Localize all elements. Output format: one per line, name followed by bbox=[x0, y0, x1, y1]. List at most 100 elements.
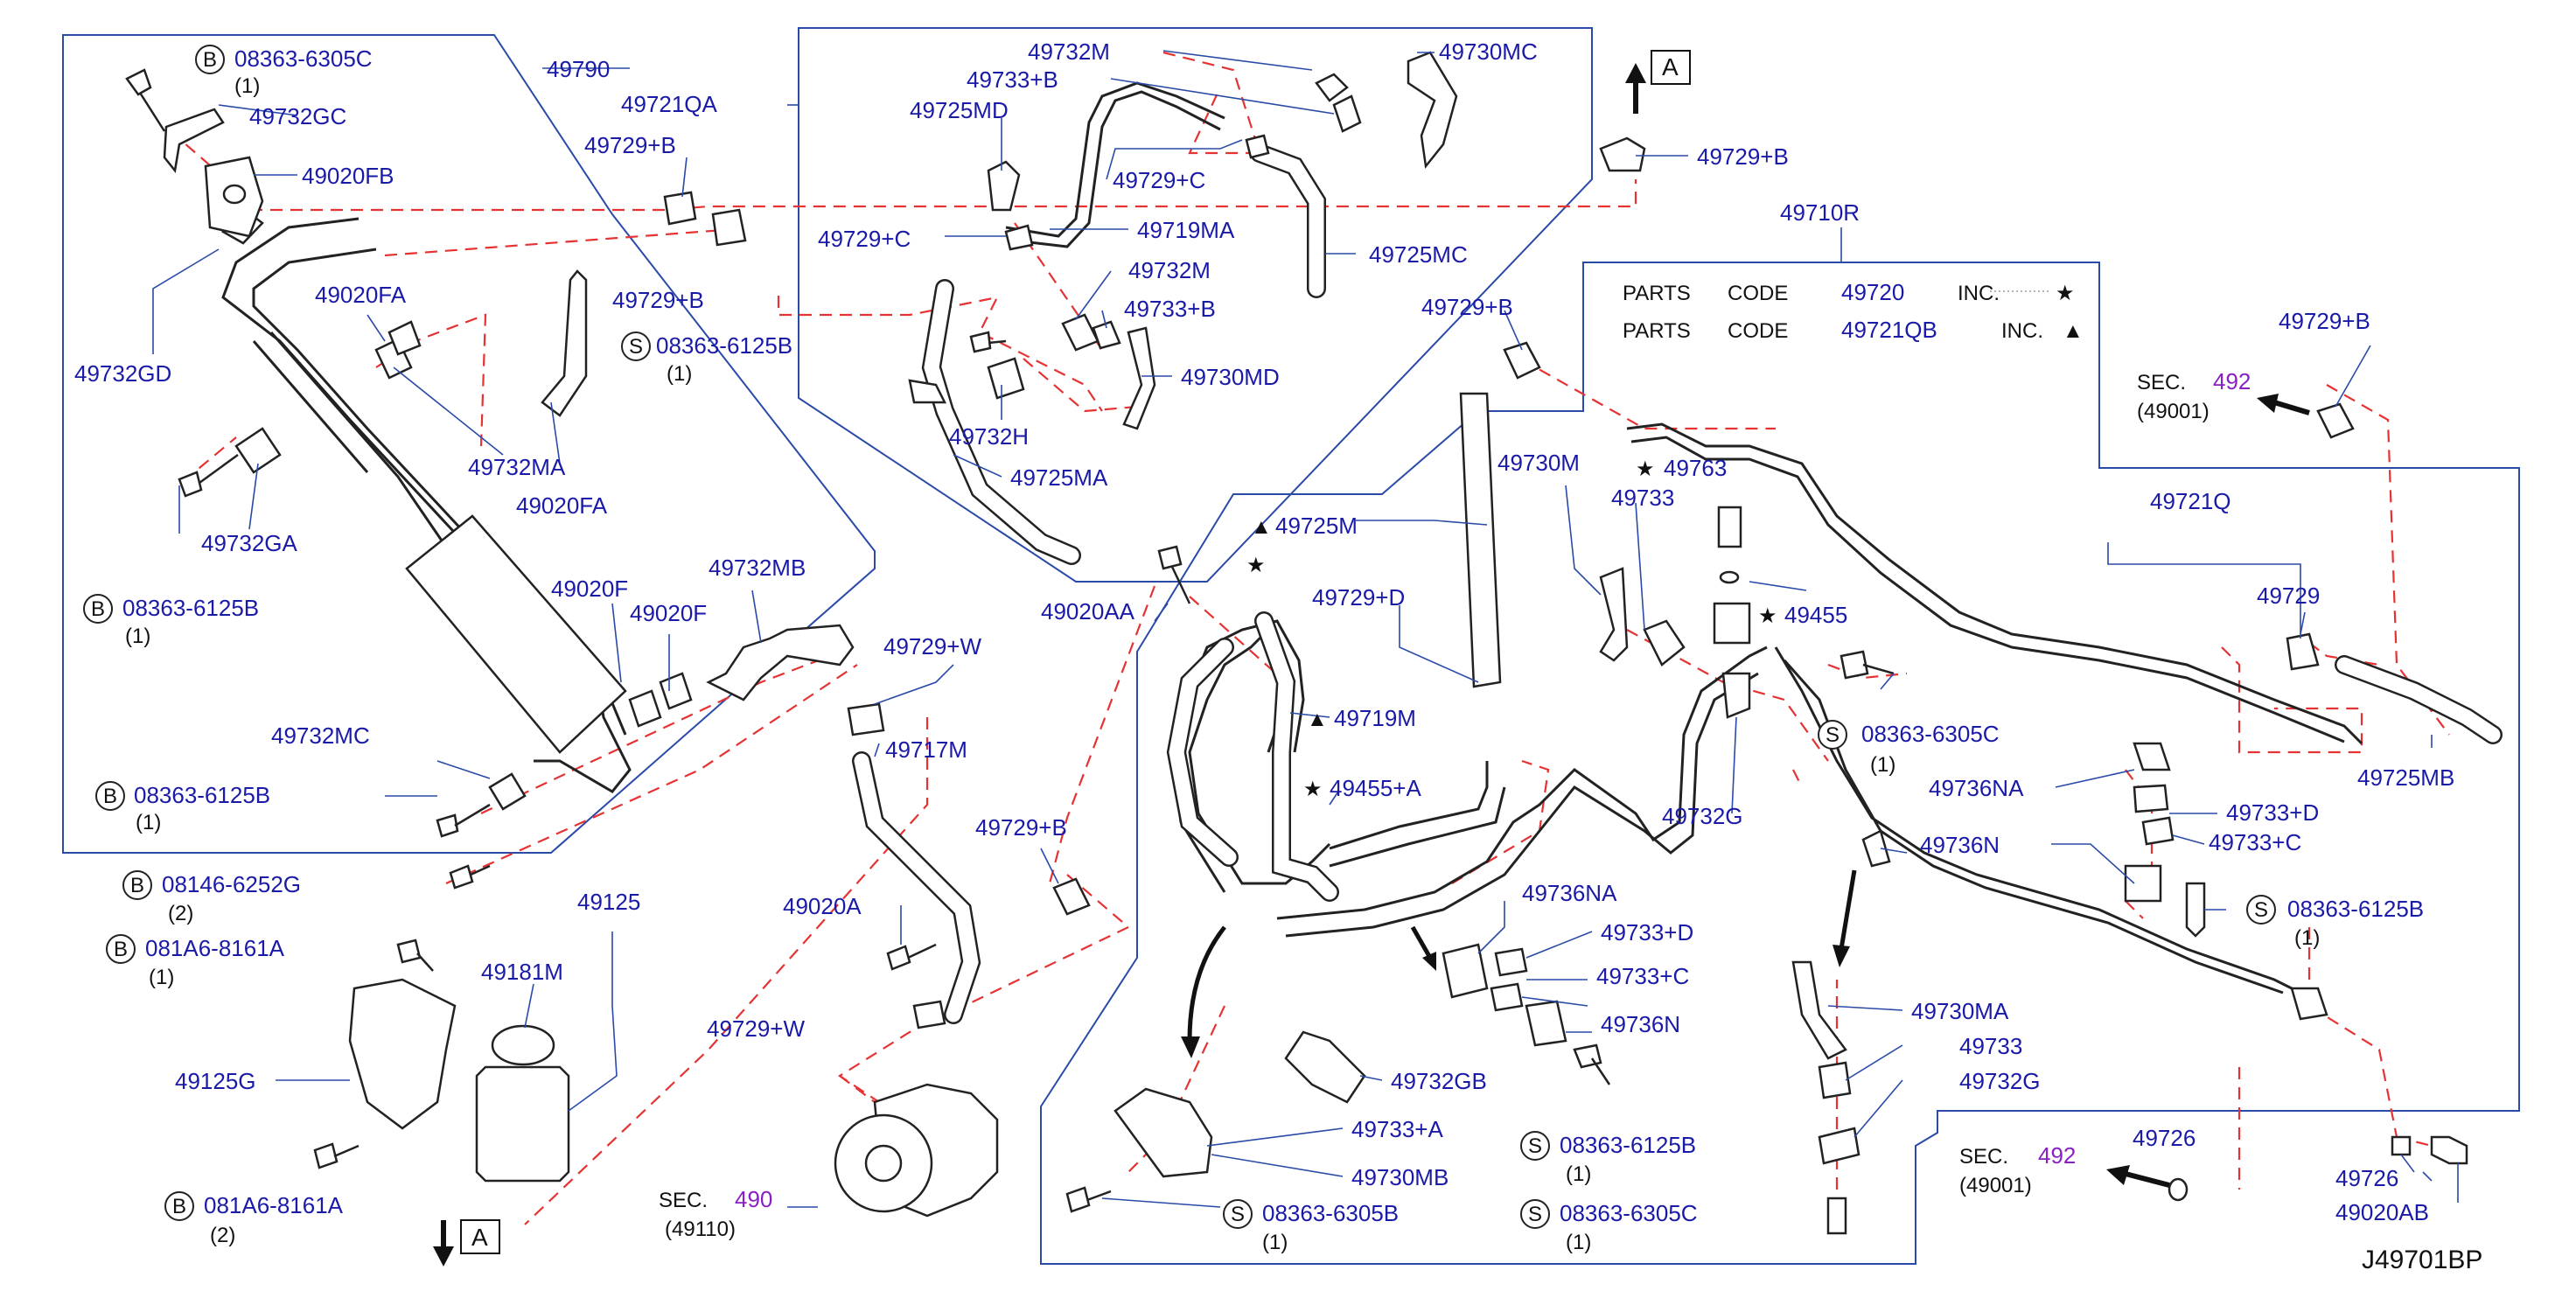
label-49020AB: 49020AB bbox=[2335, 1199, 2429, 1225]
circle-B: B bbox=[164, 1191, 194, 1221]
arrow-diag-center-head bbox=[1422, 952, 1436, 971]
label-08363-6305C: 08363-6305C bbox=[1861, 721, 2000, 747]
washer-49726 bbox=[2391, 1135, 2412, 1156]
label-49729B: 49729+B bbox=[584, 132, 676, 158]
qty: (1) bbox=[1566, 1162, 1591, 1186]
leader bbox=[2051, 843, 2135, 884]
pipe-main bbox=[1285, 672, 1759, 938]
label-49763: 49763 bbox=[1664, 455, 1727, 481]
label-49729W: 49729+W bbox=[707, 1015, 805, 1042]
clamp-49736NA-r bbox=[2133, 742, 2171, 771]
label-49732G: 49732G bbox=[1662, 803, 1743, 829]
dash-line bbox=[2221, 646, 2363, 754]
leader bbox=[874, 664, 954, 705]
leader bbox=[1477, 901, 1505, 954]
circle-B: B bbox=[106, 934, 136, 964]
label-49020FA: 49020FA bbox=[315, 282, 407, 308]
dash-line bbox=[1626, 629, 1829, 762]
oring-49455 bbox=[1719, 570, 1740, 584]
hose-49725MB-inner bbox=[2336, 657, 2501, 743]
leader bbox=[1731, 716, 1737, 814]
circle-S: S bbox=[1818, 720, 1847, 750]
label-49732GD: 49732GD bbox=[74, 360, 171, 387]
pipe-long bbox=[1774, 646, 2310, 999]
leader bbox=[1075, 270, 1112, 320]
pipe-49719MA bbox=[1005, 81, 1225, 238]
cooler-pipe bbox=[252, 340, 369, 473]
label-49736NA: 49736NA bbox=[1522, 880, 1617, 906]
bolt-49020A bbox=[886, 943, 937, 971]
circle-S: S bbox=[1223, 1199, 1253, 1229]
arrow-sec492-top bbox=[2273, 400, 2310, 415]
leader bbox=[2335, 345, 2371, 408]
dash-line bbox=[1048, 585, 1156, 884]
label-49732MC: 49732MC bbox=[271, 722, 370, 749]
label-49726: 49726 bbox=[2335, 1165, 2398, 1191]
label-08363-6125B: 08363-6125B bbox=[1560, 1132, 1696, 1158]
bracket-49733 bbox=[1643, 619, 1686, 666]
leader bbox=[1399, 605, 1479, 683]
leader bbox=[1289, 712, 1330, 718]
clamp-49729B bbox=[711, 208, 747, 247]
sec-number: 492 bbox=[2213, 368, 2251, 394]
label-49729D: 49729+D bbox=[1312, 584, 1405, 611]
label-49729B: 49729+B bbox=[1697, 143, 1789, 170]
box-A-bottom bbox=[460, 1219, 500, 1254]
label-49725MB: 49725MB bbox=[2357, 764, 2454, 791]
sec-text: SEC. bbox=[2137, 371, 2186, 394]
leader bbox=[1565, 485, 1602, 596]
svg-text:B: B bbox=[91, 597, 105, 621]
pump-pulley-hub bbox=[864, 1144, 903, 1183]
qty: (1) bbox=[149, 966, 174, 989]
box-A-top bbox=[1651, 50, 1691, 85]
label-49730MB: 49730MB bbox=[1351, 1164, 1449, 1190]
dash-line bbox=[210, 179, 1637, 212]
fitting-49455 bbox=[1713, 602, 1751, 645]
label-49020AA: 49020AA bbox=[1041, 598, 1135, 625]
label-49733A: 49733+A bbox=[1351, 1116, 1443, 1142]
grommet-49020F bbox=[628, 689, 662, 728]
leader bbox=[2172, 834, 2205, 845]
label-49730M: 49730M bbox=[1497, 450, 1580, 476]
leader bbox=[393, 366, 504, 456]
sec-number: 490 bbox=[735, 1186, 772, 1212]
dash-line bbox=[2326, 384, 2450, 736]
sec-text: SEC. bbox=[659, 1189, 708, 1212]
label-49732GB: 49732GB bbox=[1391, 1068, 1487, 1094]
triangle-icon: ▲ bbox=[1307, 708, 1328, 731]
label-49721QB: 49721QB bbox=[1841, 317, 1937, 343]
circle-S: S bbox=[1520, 1199, 1550, 1229]
group-symbols: ★ ▲ ★ ▲ ★ ★ ▲ ★ bbox=[1246, 282, 2084, 801]
leader bbox=[2400, 1154, 2415, 1173]
clamp-49729W-2 bbox=[912, 1000, 946, 1029]
circle-B: B bbox=[122, 870, 152, 900]
svg-text:B: B bbox=[203, 48, 217, 72]
leader bbox=[550, 401, 561, 464]
label-49736NA: 49736NA bbox=[1929, 775, 2024, 801]
hose-49717M bbox=[852, 751, 981, 1024]
leader bbox=[367, 314, 386, 342]
label-08363-6305C: 08363-6305C bbox=[1560, 1200, 1698, 1226]
label-08363-6305C: 08363-6305C bbox=[234, 45, 373, 72]
dash-line bbox=[1023, 358, 1138, 413]
svg-text:S: S bbox=[1826, 723, 1840, 747]
dash-line bbox=[524, 717, 929, 1225]
label-49717M: 49717M bbox=[885, 736, 967, 763]
arrow-diag-center bbox=[1410, 925, 1433, 960]
leader bbox=[874, 743, 880, 757]
hose-49725MC-inner bbox=[1252, 145, 1324, 297]
bolt-bottom bbox=[1826, 1197, 1847, 1235]
leader bbox=[1359, 1075, 1383, 1081]
bracket-49732M bbox=[1315, 73, 1349, 102]
qty: (1) bbox=[667, 362, 692, 386]
star-icon: ★ bbox=[1758, 604, 1777, 628]
label-49730MC: 49730MC bbox=[1439, 38, 1538, 65]
label-49733D: 49733+D bbox=[2226, 799, 2319, 826]
svg-text:B: B bbox=[114, 938, 128, 961]
frame-left-group bbox=[62, 34, 876, 854]
svg-text:S: S bbox=[2254, 898, 2268, 922]
label-49725MD: 49725MD bbox=[910, 97, 1009, 123]
label-49729C: 49729+C bbox=[1113, 167, 1205, 193]
bracket-49730MA bbox=[1791, 960, 1847, 1060]
label-49732G: 49732G bbox=[1959, 1068, 2041, 1094]
